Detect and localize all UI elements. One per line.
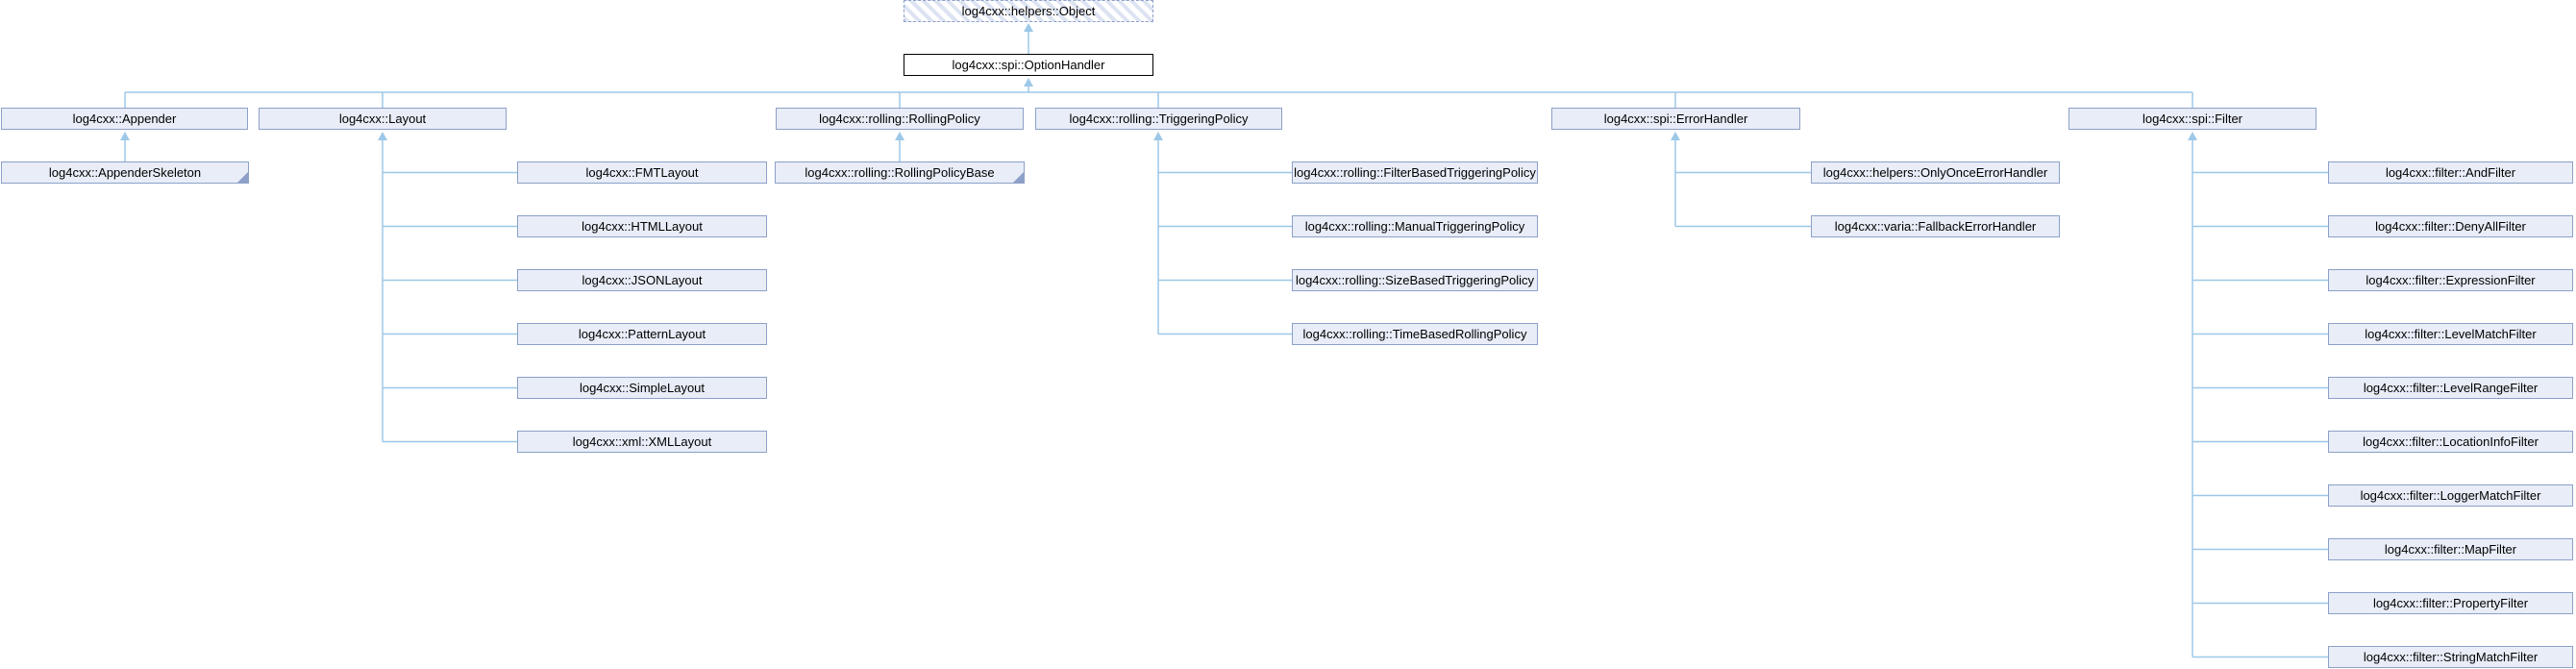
subclasses-fold-icon [237,172,248,183]
class-box-rolling-policy[interactable]: log4cxx::rolling::RollingPolicy [776,108,1024,130]
class-label: log4cxx::filter::LoggerMatchFilter [2360,488,2541,503]
class-label: log4cxx::filter::AndFilter [2385,165,2516,180]
class-label: log4cxx::rolling::FilterBasedTriggeringP… [1294,165,1536,180]
class-label: log4cxx::Layout [338,112,427,126]
class-box-simple-layout[interactable]: log4cxx::SimpleLayout [517,377,767,399]
class-label: log4cxx::filter::LevelRangeFilter [2363,381,2539,395]
class-label: log4cxx::helpers::Object [961,4,1096,18]
class-label: log4cxx::filter::LevelMatchFilter [2365,327,2537,341]
class-label: log4cxx::filter::DenyAllFilter [2375,219,2526,234]
class-label: log4cxx::rolling::RollingPolicyBase [805,165,995,180]
subclasses-fold-icon [1013,172,1024,183]
class-label: log4cxx::filter::PropertyFilter [2372,596,2529,610]
class-label: log4cxx::HTMLLayout [582,219,703,234]
arrowhead-to-rollingpolicy [895,132,904,140]
class-label: log4cxx::rolling::ManualTriggeringPolicy [1304,219,1525,234]
class-label: log4cxx::helpers::OnlyOnceErrorHandler [1822,165,2048,180]
class-box-error-handler[interactable]: log4cxx::spi::ErrorHandler [1551,108,1800,130]
class-label: log4cxx::filter::ExpressionFilter [2365,273,2536,287]
class-box-appender[interactable]: log4cxx::Appender [1,108,248,130]
class-label: log4cxx::FMTLayout [585,165,699,180]
class-label: log4cxx::rolling::TriggeringPolicy [1069,112,1249,126]
class-box-filter[interactable]: log4cxx::spi::Filter [2068,108,2316,130]
class-box-object[interactable]: log4cxx::helpers::Object [904,0,1153,22]
class-label: log4cxx::spi::Filter [2142,112,2243,126]
class-label: log4cxx::spi::OptionHandler [952,58,1105,72]
arrowhead-to-triggeringpolicy [1153,132,1163,140]
class-box-level-match-filter[interactable]: log4cxx::filter::LevelMatchFilter [2328,323,2573,345]
arrowhead-to-appender [120,132,130,140]
class-label: log4cxx::spi::ErrorHandler [1603,112,1748,126]
class-label: log4cxx::AppenderSkeleton [48,165,202,180]
class-box-property-filter[interactable]: log4cxx::filter::PropertyFilter [2328,592,2573,614]
class-box-location-info-filter[interactable]: log4cxx::filter::LocationInfoFilter [2328,431,2573,453]
arrowhead-to-errorhandler [1671,132,1680,140]
class-box-rolling-policy-base[interactable]: log4cxx::rolling::RollingPolicyBase [775,161,1025,184]
class-box-and-filter[interactable]: log4cxx::filter::AndFilter [2328,161,2573,184]
class-label: log4cxx::rolling::SizeBasedTriggeringPol… [1295,273,1535,287]
class-box-json-layout[interactable]: log4cxx::JSONLayout [517,269,767,291]
class-label: log4cxx::Appender [72,112,177,126]
class-box-option-handler[interactable]: log4cxx::spi::OptionHandler [904,54,1153,76]
class-label: log4cxx::JSONLayout [582,273,703,287]
class-box-level-range-filter[interactable]: log4cxx::filter::LevelRangeFilter [2328,377,2573,399]
class-box-logger-match-filter[interactable]: log4cxx::filter::LoggerMatchFilter [2328,484,2573,507]
class-label: log4cxx::filter::StringMatchFilter [2363,650,2539,664]
arrowhead-to-optionhandler [1024,78,1033,87]
class-label: log4cxx::filter::LocationInfoFilter [2363,434,2539,449]
class-box-string-match-filter[interactable]: log4cxx::filter::StringMatchFilter [2328,646,2573,668]
class-label: log4cxx::PatternLayout [578,327,706,341]
class-label: log4cxx::SimpleLayout [579,381,706,395]
class-box-fmt-layout[interactable]: log4cxx::FMTLayout [517,161,767,184]
class-box-xml-layout[interactable]: log4cxx::xml::XMLLayout [517,431,767,453]
arrowhead-to-layout [378,132,387,140]
class-box-html-layout[interactable]: log4cxx::HTMLLayout [517,215,767,237]
class-box-filter-based-triggering-policy[interactable]: log4cxx::rolling::FilterBasedTriggeringP… [1292,161,1538,184]
class-box-manual-triggering-policy[interactable]: log4cxx::rolling::ManualTriggeringPolicy [1292,215,1538,237]
class-box-expression-filter[interactable]: log4cxx::filter::ExpressionFilter [2328,269,2573,291]
class-label: log4cxx::varia::FallbackErrorHandler [1834,219,2037,234]
class-box-appender-skeleton[interactable]: log4cxx::AppenderSkeleton [1,161,249,184]
class-box-time-based-rolling-policy[interactable]: log4cxx::rolling::TimeBasedRollingPolicy [1292,323,1538,345]
class-box-only-once-error-handler[interactable]: log4cxx::helpers::OnlyOnceErrorHandler [1811,161,2060,184]
class-box-layout[interactable]: log4cxx::Layout [259,108,507,130]
arrowhead-to-object [1024,23,1033,32]
class-box-pattern-layout[interactable]: log4cxx::PatternLayout [517,323,767,345]
class-box-size-based-triggering-policy[interactable]: log4cxx::rolling::SizeBasedTriggeringPol… [1292,269,1538,291]
class-box-deny-all-filter[interactable]: log4cxx::filter::DenyAllFilter [2328,215,2573,237]
class-label: log4cxx::rolling::RollingPolicy [819,112,980,126]
class-box-triggering-policy[interactable]: log4cxx::rolling::TriggeringPolicy [1035,108,1282,130]
class-label: log4cxx::rolling::TimeBasedRollingPolicy [1302,327,1527,341]
arrowhead-to-filter [2188,132,2197,140]
class-label: log4cxx::filter::MapFilter [2384,542,2517,557]
class-box-map-filter[interactable]: log4cxx::filter::MapFilter [2328,538,2573,560]
class-label: log4cxx::xml::XMLLayout [572,434,712,449]
class-box-fallback-error-handler[interactable]: log4cxx::varia::FallbackErrorHandler [1811,215,2060,237]
